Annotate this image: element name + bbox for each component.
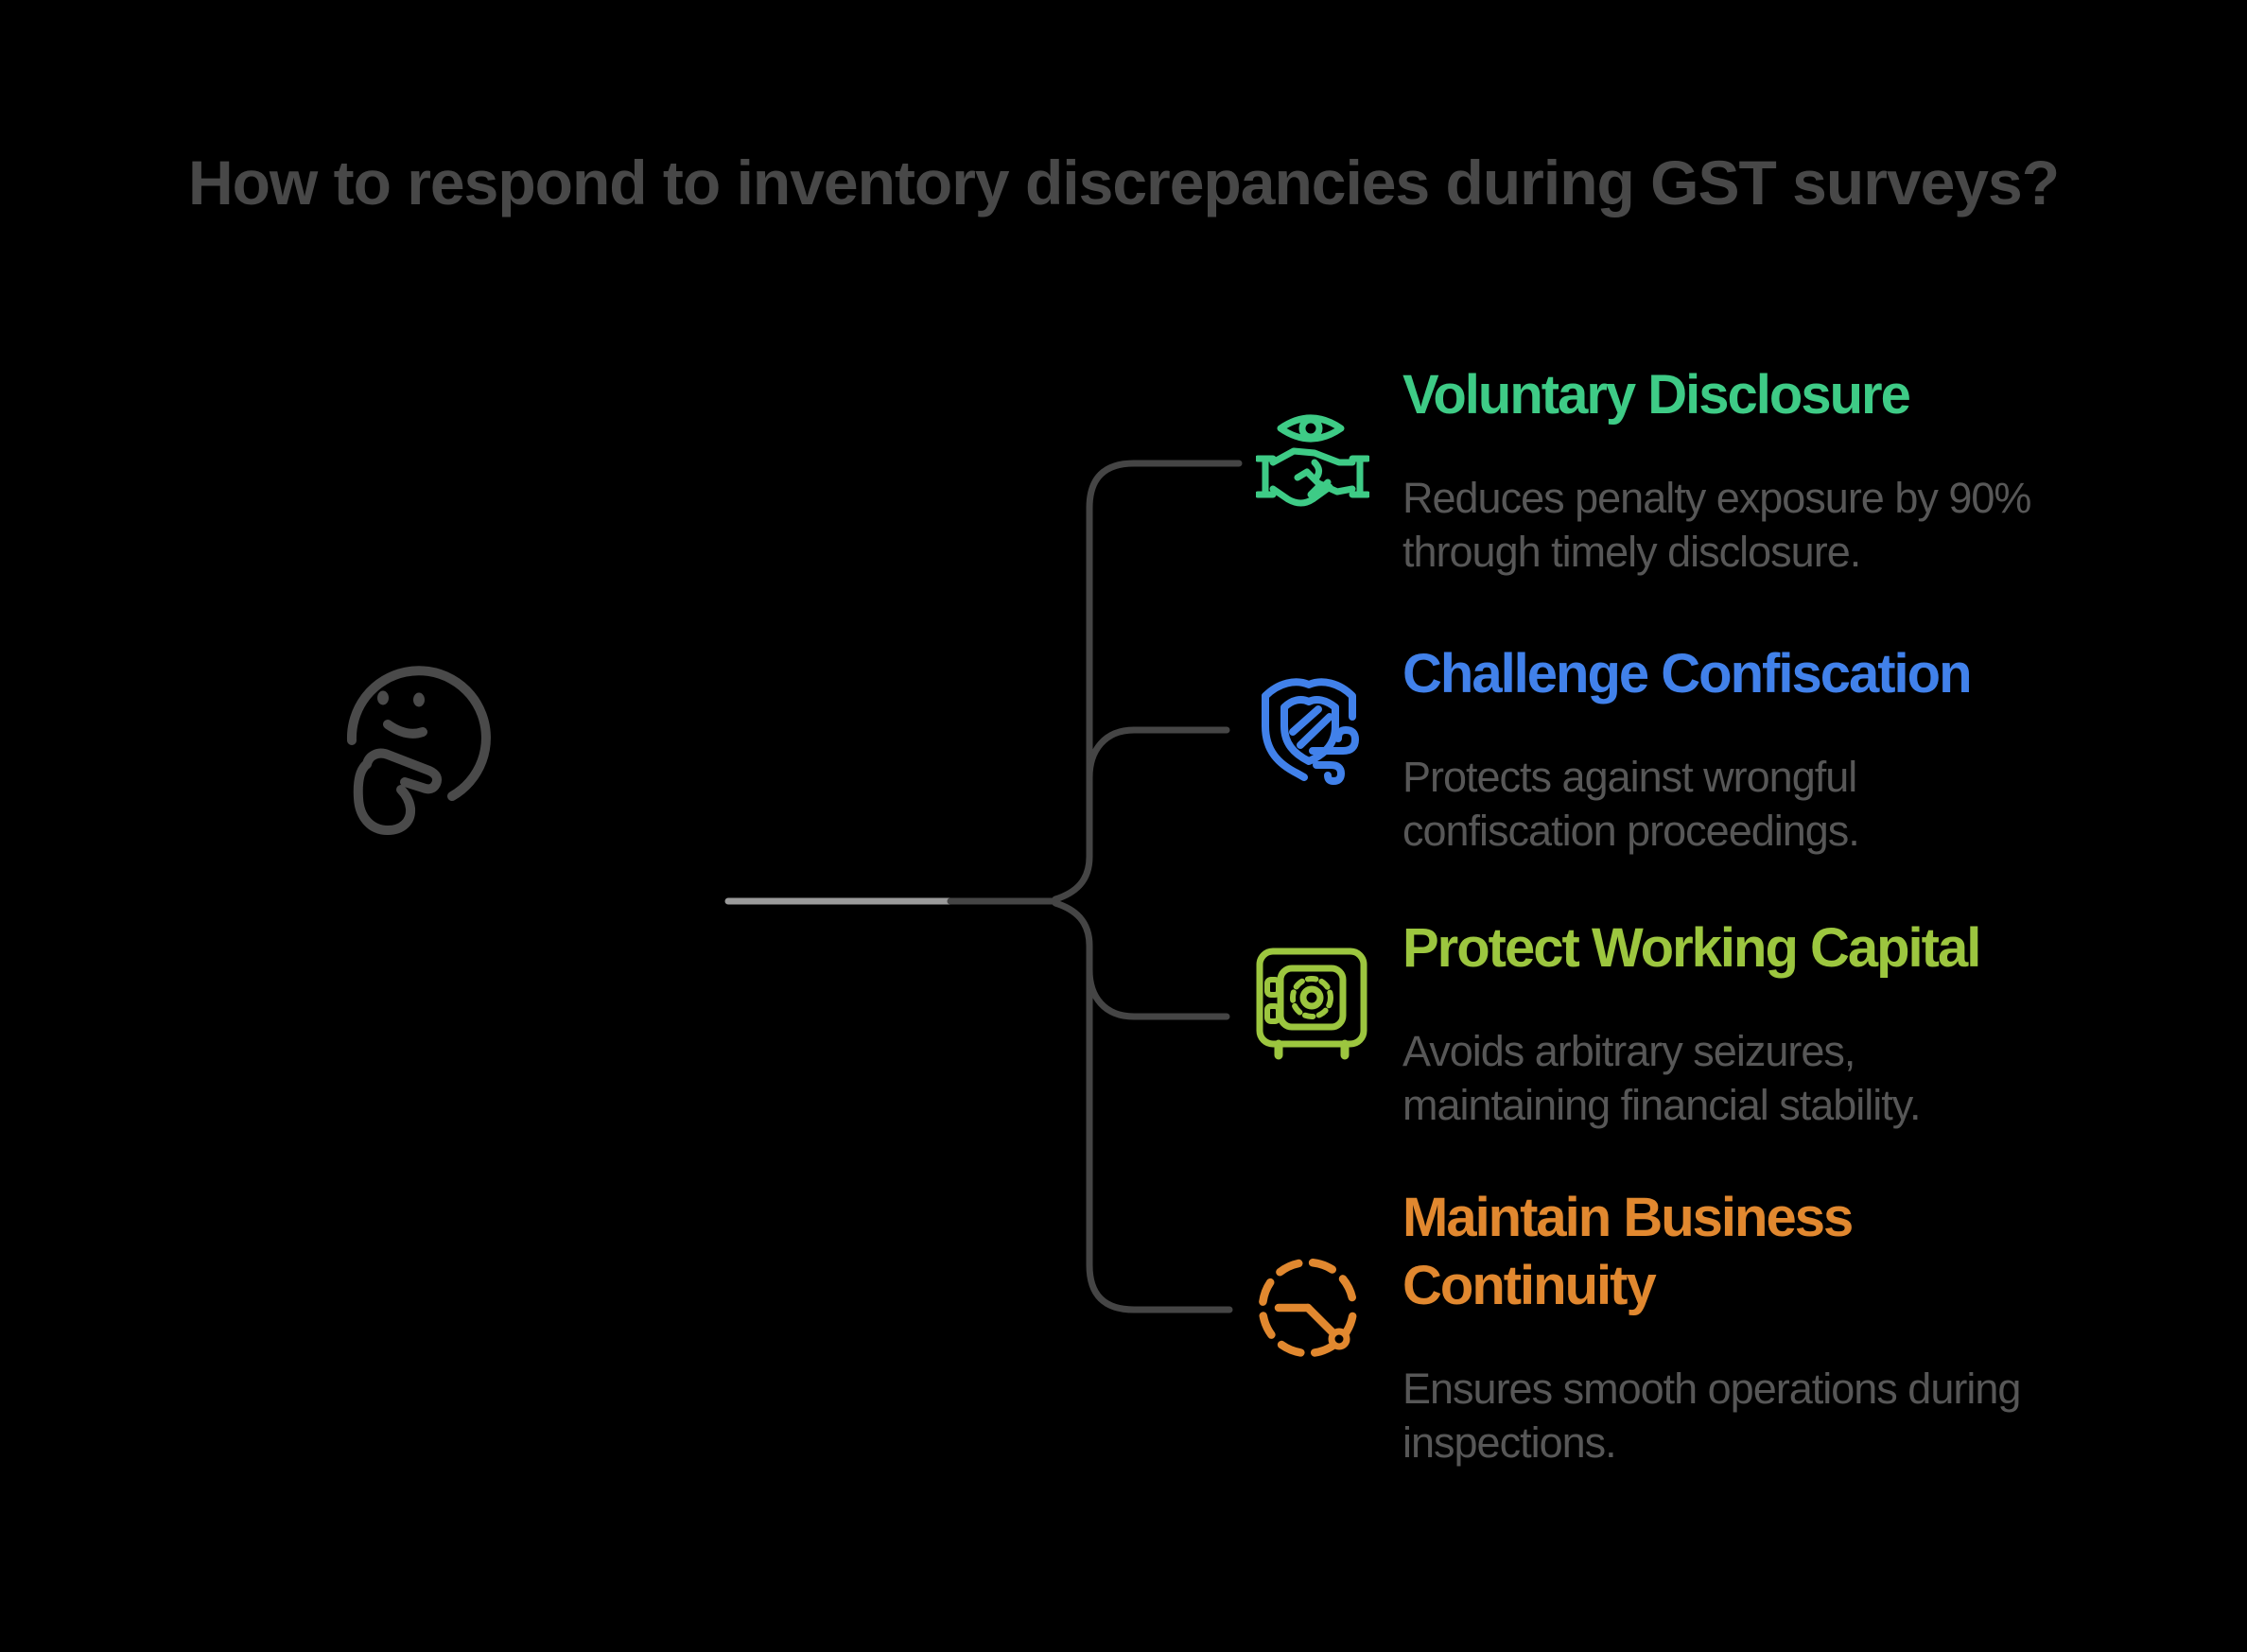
safe-vault-icon: [1256, 948, 1367, 1060]
item-description-line: maintaining financial stability.: [1402, 1081, 1921, 1129]
face-eye-left: [377, 690, 389, 705]
item-description-line: Protects against wrongful: [1402, 753, 1857, 801]
face-mouth: [383, 720, 427, 739]
item-voluntary-disclosure: Voluntary Disclosure Reduces penalty exp…: [1402, 361, 2178, 579]
item-challenge-confiscation: Challenge Confiscation Protects against …: [1402, 640, 2178, 858]
item-title: Challenge Confiscation: [1402, 643, 1973, 704]
item-title: Protect Working Capital: [1402, 917, 1981, 979]
item-description-line: through timely disclosure.: [1402, 528, 1861, 576]
thinking-face-icon: [346, 666, 491, 835]
item-protect-working-capital: Protect Working Capital Avoids arbitrary…: [1402, 914, 2178, 1132]
item-description: Avoids arbitrary seizures, maintaining f…: [1402, 1024, 2178, 1132]
item-description: Reduces penalty exposure by 90% through …: [1402, 471, 2178, 579]
item-description: Ensures smooth operations during inspect…: [1402, 1362, 2178, 1469]
item-title: Voluntary Disclosure: [1402, 364, 1911, 426]
branch-line-2: [1086, 726, 1230, 781]
page-title: How to respond to inventory discrepancie…: [187, 148, 2060, 217]
face-eye-right: [413, 692, 425, 707]
item-description-line: Reduces penalty exposure by 90%: [1402, 474, 2031, 522]
face-outline: [346, 666, 491, 801]
item-title: Continuity: [1402, 1255, 1657, 1316]
eye-over-handshake-icon: [1256, 414, 1369, 507]
branch-line-4: [1052, 899, 1233, 1313]
branch-line-3: [1086, 966, 1230, 1020]
item-description: Protects against wrongful confiscation p…: [1402, 750, 2178, 858]
dashed-clock-icon: [1258, 1258, 1358, 1358]
branch-line-1: [1052, 460, 1243, 903]
item-description-line: Ensures smooth operations during: [1402, 1365, 2021, 1413]
item-maintain-business-continuity: Maintain Business Continuity Ensures smo…: [1402, 1184, 2178, 1469]
face-finger: [362, 748, 443, 794]
shield-stripes-wind-icon: [1262, 678, 1359, 785]
item-description-line: Avoids arbitrary seizures,: [1402, 1027, 1855, 1075]
item-title: Maintain Business: [1402, 1187, 1854, 1248]
item-description-line: inspections.: [1402, 1418, 1617, 1467]
face-fist: [353, 759, 416, 835]
item-description-line: confiscation proceedings.: [1402, 807, 1860, 855]
